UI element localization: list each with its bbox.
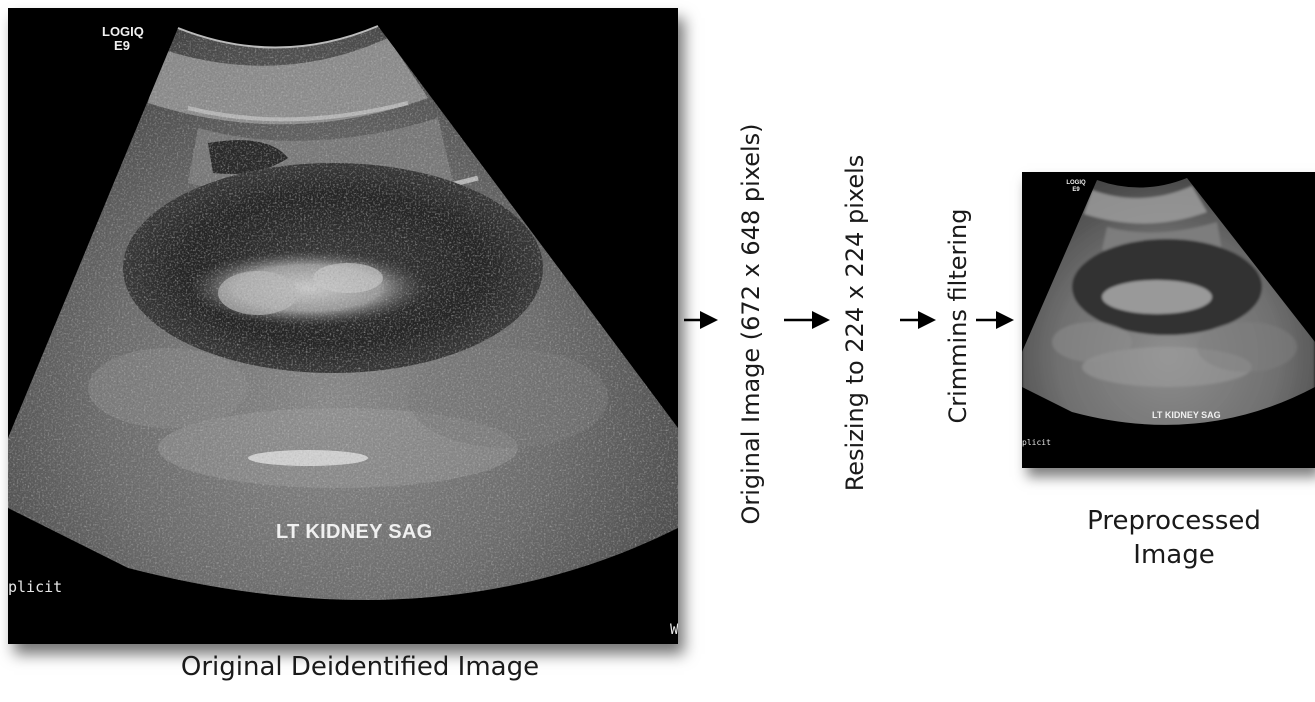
ultrasound-scan-graphic [8, 8, 678, 644]
caption-line: Image [1044, 538, 1304, 572]
left-edge-text: plicit [8, 578, 62, 596]
corner-text: W [670, 622, 678, 638]
arrow-icon [784, 309, 830, 331]
logo-text: LOGIQ [1064, 180, 1088, 186]
arrow-icon [900, 309, 936, 331]
scan-label: LT KIDNEY SAG [1152, 410, 1221, 420]
left-edge-text: plicit [1022, 438, 1051, 447]
caption-line: Preprocessed [1044, 504, 1304, 538]
original-ultrasound-image: LOGIQ E9 LT KIDNEY SAG plicit W [8, 8, 678, 644]
logo-model-text: E9 [102, 38, 142, 53]
step-original-image: Original Image (672 x 648 pixels) [737, 123, 765, 524]
original-image-caption: Original Deidentified Image [100, 650, 620, 684]
step-resizing: Resizing to 224 x 224 pixels [841, 155, 869, 492]
preprocessed-ultrasound-image: LOGIQ E9 LT KIDNEY SAG plicit [1022, 172, 1315, 468]
arrow-icon [684, 309, 718, 331]
preprocessed-image-caption: Preprocessed Image [1044, 504, 1304, 572]
scan-label: LT KIDNEY SAG [276, 521, 433, 544]
arrow-icon [976, 309, 1014, 331]
logo-model-text: E9 [1064, 187, 1088, 193]
step-crimmins-filtering: Crimmins filtering [944, 208, 972, 423]
preprocessed-scan-graphic [1022, 172, 1315, 468]
logo-text: LOGIQ [102, 24, 142, 39]
